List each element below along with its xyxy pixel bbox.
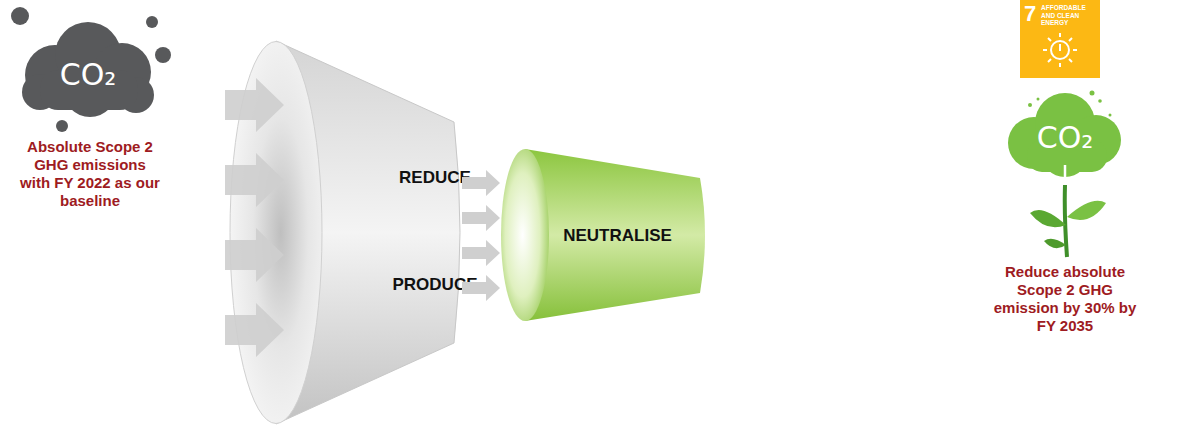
reduce-funnel: REDUCEPRODUCE <box>228 40 462 425</box>
sdg-icon: 7AFFORDABLE AND CLEAN ENERGY <box>1020 0 1100 78</box>
neutralise-funnel: NEUTRALISE <box>500 148 705 323</box>
flow-arrow <box>462 275 500 301</box>
cloud-label: CO₂ <box>1015 120 1115 156</box>
flow-arrow <box>462 240 500 266</box>
sdg-title: AFFORDABLE AND CLEAN ENERGY <box>1041 4 1097 27</box>
sdg-number: 7 <box>1024 2 1040 26</box>
stage-label: NEUTRALISE <box>540 225 695 247</box>
flow-arrow <box>462 170 500 196</box>
emission-cloud: CO₂ Absolute Scope 2 GHG emissions with F… <box>0 0 180 230</box>
reduce-funnel-outline <box>228 40 462 425</box>
target-cloud: CO₂ Reduce absolute Scope 2 GHG emission … <box>972 85 1158 375</box>
target-caption: Reduce absolute Scope 2 GHG emission by … <box>986 263 1144 335</box>
flow-arrows <box>462 170 500 301</box>
flow-arrow <box>462 205 500 231</box>
cloud-label: CO₂ <box>38 57 138 93</box>
baseline-caption: Absolute Scope 2 GHG emissions with FY 2… <box>20 138 160 210</box>
